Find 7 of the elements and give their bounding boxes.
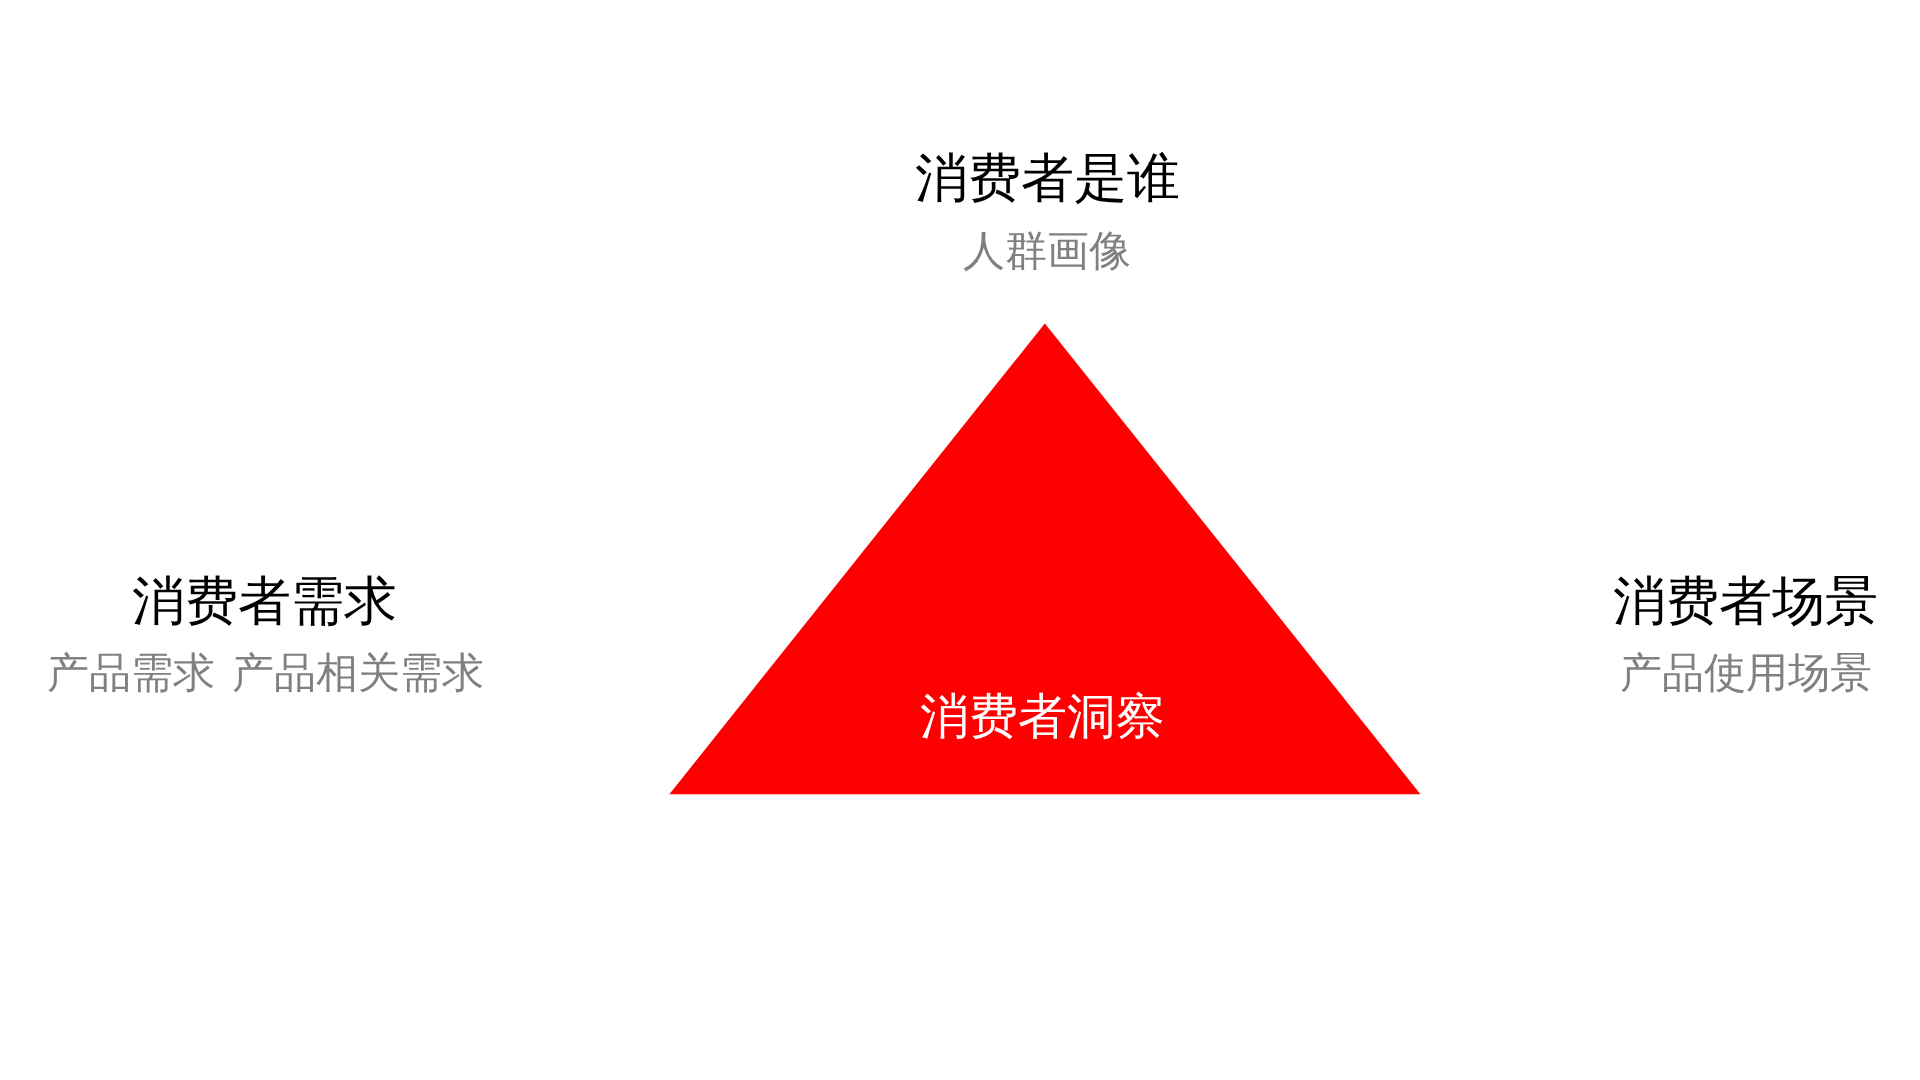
- label: 产品相关需求: [231, 648, 484, 698]
- label: 消费者是谁: [914, 147, 1180, 209]
- label: 人群画像: [962, 225, 1131, 275]
- label: 产品使用场景: [1620, 648, 1873, 698]
- label: 产品需求: [46, 648, 215, 698]
- label: 消费者需求: [131, 570, 397, 632]
- label: 消费者场景: [1612, 570, 1878, 632]
